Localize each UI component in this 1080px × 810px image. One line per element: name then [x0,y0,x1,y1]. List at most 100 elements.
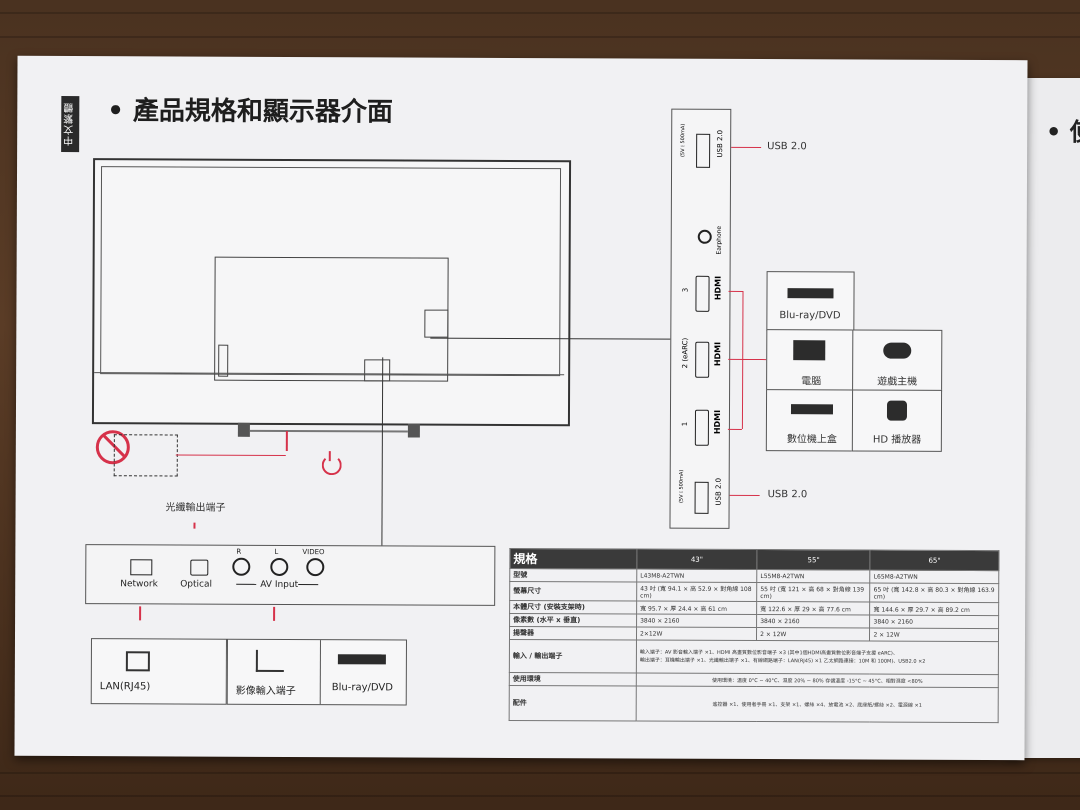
row-value: 2 × 12W [756,627,870,642]
hdmi2-port-icon [695,341,710,378]
audio-r-jack-icon [232,557,251,576]
usb-bottom-port-icon [694,481,709,514]
usb-bottom-port-text: USB 2.0 [714,477,723,506]
hdmi3-logo: HDMI [713,275,723,301]
env-key: 使用環境 [509,672,637,687]
earphone-jack-icon [697,229,712,244]
av-device-box: 影像輸入端子 Blu-ray/DVD [226,638,407,706]
row-value: L43M8-A2TWN [636,569,757,583]
spec-size-65: 65" [870,550,999,571]
audio-l-jack-icon [270,557,289,576]
io-value: 輸入端子：AV 影音輸入端子 ×1、HDMI 高畫質數位影音端子 ×3 (其中1… [636,640,999,675]
spec-table: 規格 43" 55" 65" 型號 L43M8-A2TWN L55M8-A2TW… [509,548,1000,723]
hdmi-player-box: HD 播放器 [851,389,943,452]
laptop-icon [793,340,826,361]
acc-value: 遙控器 ×1、使用者手冊 ×1、支架 ×1、螺絲 ×4、放電池 ×2、底座紙/螺… [636,686,999,723]
hdmi-player-label: HD 播放器 [872,434,922,446]
hdmi-stb-box: 數位機上盒 [765,389,855,452]
tv-stand-left [237,422,250,437]
av-device-label: 影像輸入端子 [235,685,296,698]
row-key: 型號 [509,568,637,583]
lan-device-box: LAN(RJ45) [90,638,227,705]
row-value: 3840 × 2160 [636,614,757,628]
hand-illustration [113,434,178,477]
hdmi2-logo: HDMI [713,341,723,367]
bluray-icon [787,288,834,299]
av-cable-icon [255,649,284,672]
power-icon [321,455,342,476]
page-title: • 產品規格和顯示器介面 [107,96,394,128]
next-page-title: • 使 [1046,118,1080,146]
spec-size-55: 55" [756,549,871,571]
row-value: 2 × 12W [869,628,999,642]
row-value: L65M8-A2TWN [870,570,999,584]
row-key: 螢幕尺寸 [509,581,637,602]
hdmi-console-label: 遊戲主機 [877,376,918,388]
earphone-label: Earphone [715,225,723,255]
row-key: 本體尺寸 (安裝支架時) [509,600,637,615]
spec-size-43: 43" [636,549,758,570]
hdmi1-number: 1 [680,421,689,427]
io-line-2: 輸出端子：耳機輸出端子 ×1、光纖輸出端子 ×1、有線網路端子：LAN(RJ45… [639,657,926,665]
hdmi-stb-label: 數位機上盒 [786,434,837,446]
row-value: 寬 122.6 × 厚 29 × 高 77.6 cm [756,601,871,616]
row-value: L55M8-A2TWN [756,569,871,584]
row-value: 2×12W [636,627,757,641]
side-port-panel: USB 2.0 (5V⎓500mA) Earphone HDMI 3 HDMI … [669,108,732,529]
usb-top-label: USB 2.0 [767,141,807,153]
optical-port-icon [190,559,209,576]
hdmi3-port-icon [695,275,710,312]
hdmi-bluray-box: Blu-ray/DVD [766,271,855,332]
table-row: 配件 遙控器 ×1、使用者手冊 ×1、支架 ×1、螺絲 ×4、放電池 ×2、底座… [509,685,999,723]
table-row: 輸入 / 輸出端子 輸入端子：AV 影音輸入端子 ×1、HDMI 高畫質數位影音… [509,639,999,675]
video-jack-icon [306,558,325,577]
row-value: 3840 × 2160 [756,614,871,629]
hdmi-pc-label: 電腦 [801,376,822,388]
lan-label: LAN(RJ45) [99,681,151,693]
lan-port-icon [125,651,150,672]
audio-r-label: R [236,547,242,556]
row-key: 像素數 (水平 x 垂直) [509,613,637,628]
row-value: 55 吋 (寬 121 × 高 68 × 對角線 139 cm) [756,582,871,603]
table-row: 螢幕尺寸 43 吋 (寬 94.1 × 高 52.9 × 對角線 108 cm)… [509,581,999,603]
row-value: 65 吋 (寬 142.8 × 高 80.3 × 對角線 163.9 cm) [870,583,999,603]
row-value: 寬 144.6 × 厚 29.7 × 高 89.2 cm [870,602,999,616]
network-port-icon [130,559,153,576]
video-label: VIDEO [302,548,325,557]
hdmi-pc-box: 電腦 [766,329,855,392]
hdmi-console-box: 遊戲主機 [852,329,943,392]
audio-l-label: L [274,547,279,556]
optical-port-label: Optical [180,579,213,590]
hdmi1-logo: HDMI [712,409,722,435]
network-port-label: Network [120,579,158,590]
hdmi-bluray-label: Blu-ray/DVD [779,310,841,322]
av-input-label: AV Input [260,579,299,591]
usb-bottom-power-note: (5V⎓500mA) [678,469,685,504]
hdmi3-number: 3 [681,287,690,293]
optical-out-label: 光纖輸出端子 [165,502,226,514]
language-tab: 中文繁體 [61,95,80,153]
io-key: 輸入 / 輸出端子 [509,639,637,674]
row-key: 揚聲器 [509,626,637,641]
acc-key: 配件 [509,685,637,722]
row-value: 43 吋 (寬 94.1 × 高 52.9 × 對角線 108 cm) [636,582,757,602]
media-player-icon [886,400,908,421]
bottom-port-panel: Network Optical R L VIDEO AV Input [85,544,496,606]
set-top-box-icon [790,404,834,415]
manual-page: 中文繁體 • 產品規格和顯示器介面 光纖輸出端子 Network Optical… [14,55,1028,761]
tv-back-panel [214,256,449,382]
usb-top-port-icon [696,133,711,168]
gamepad-icon [883,342,912,359]
hdmi1-port-icon [694,409,709,446]
bottom-bluray-label: Blu-ray/DVD [331,682,393,694]
row-value: 寬 95.7 × 厚 24.4 × 高 61 cm [636,601,757,615]
row-value: 3840 × 2160 [869,615,999,629]
tv-back-illustration [91,158,572,427]
hdmi2-number: 2 (eARC) [681,337,690,369]
bluray-player-icon [337,654,386,665]
usb-top-power-note: (5V⎓500mA) [680,123,687,158]
usb-bottom-label: USB 2.0 [767,489,808,501]
tv-stand-right [407,423,420,438]
usb-top-port-text: USB 2.0 [716,129,725,158]
spec-header: 規格 [509,548,637,570]
